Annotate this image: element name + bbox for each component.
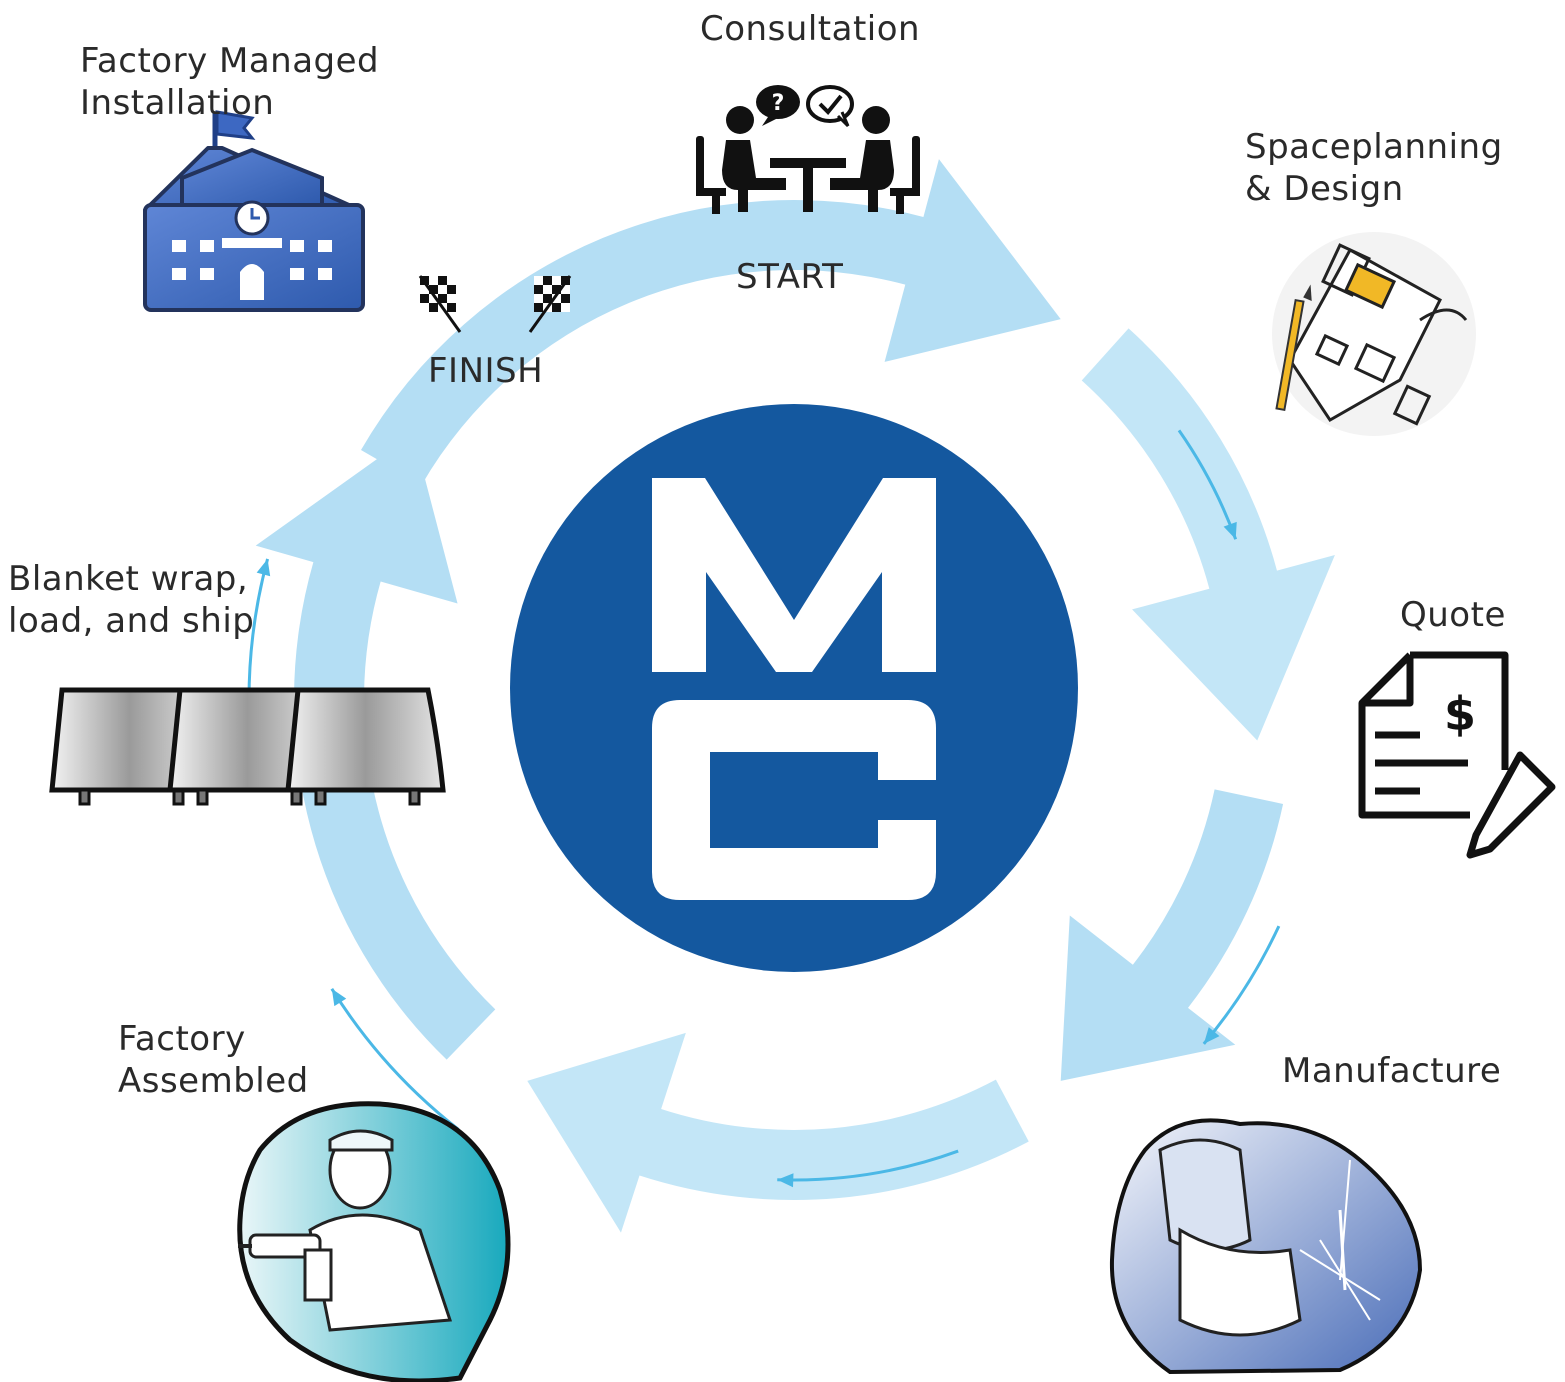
svg-text:?: ? [772,91,785,116]
flag-square [447,294,456,303]
svg-text:$: $ [1444,687,1476,741]
mc-logo [510,404,1078,972]
welder-icon [1109,1118,1423,1375]
step-label-blanket-wrap: Blanket wrap, load, and ship [8,559,255,641]
cycle-arrow [360,159,1061,485]
flag-square [438,285,447,294]
flag-square [447,303,456,312]
wrapped-table [285,687,446,793]
step-label-spaceplanning: Spaceplanning & Design [1245,127,1503,209]
start-marker: START [736,257,844,297]
direction-arrow-head [1223,521,1237,540]
quote-document-icon: $ [1358,651,1556,859]
flag-square [447,285,456,294]
cycle-arrows [255,159,1335,1233]
flag-square [438,276,447,285]
flag-pole [528,275,572,333]
flag-square [420,294,429,303]
step-label-installation: Factory Managed Installation [80,41,380,123]
direction-arrow-head [777,1173,794,1188]
flag-square [447,276,456,285]
flag-square [534,285,543,294]
flag-square [561,285,570,294]
step-label-quote: Quote [1400,595,1506,635]
table-leg [78,788,91,806]
flag-pole [418,275,462,333]
flag-square [438,294,447,303]
cycle-arrow [1060,789,1284,1081]
direction-arrow-head [256,558,271,577]
meeting-icon: ? [696,85,920,214]
school-building-icon [143,110,365,312]
finish-marker: FINISH [428,351,544,391]
cycle-arrow [255,433,496,1060]
flag-square [552,276,561,285]
direction-arrow-head [331,988,347,1007]
flag-square [429,276,438,285]
direction-arrow [777,1149,959,1182]
floor-plan-icon [1272,232,1476,436]
direction-arrow-head [1203,1027,1220,1044]
flag-square [429,303,438,312]
table-leg [408,788,421,806]
worker-drill-icon [237,1101,511,1382]
flag-square [534,276,543,285]
flag-square [543,276,552,285]
cycle-arrow [527,1032,1029,1233]
flag-square [543,285,552,294]
checkered-flag [528,275,572,333]
flag-square [429,294,438,303]
flag-square [420,303,429,312]
flag-square [420,285,429,294]
flag-square [534,303,543,312]
direction-arrow [330,988,460,1131]
table-leg [196,788,209,806]
flag-square [561,294,570,303]
flag-square [552,285,561,294]
flag-square [561,303,570,312]
checkered-flags-icon [418,275,572,333]
step-label-factory-assembled: Factory Assembled [118,1019,309,1101]
flag-square [552,294,561,303]
flag-square [429,285,438,294]
flag-square [543,294,552,303]
cycle-arrow [1081,328,1335,741]
step-label-consultation: Consultation [700,9,921,49]
blanket-wrapped-tables-icon [49,687,446,806]
flag-square [534,294,543,303]
flag-square [552,303,561,312]
table-leg [314,788,327,806]
step-label-manufacture: Manufacture [1282,1051,1502,1091]
checkered-flag [418,275,462,333]
